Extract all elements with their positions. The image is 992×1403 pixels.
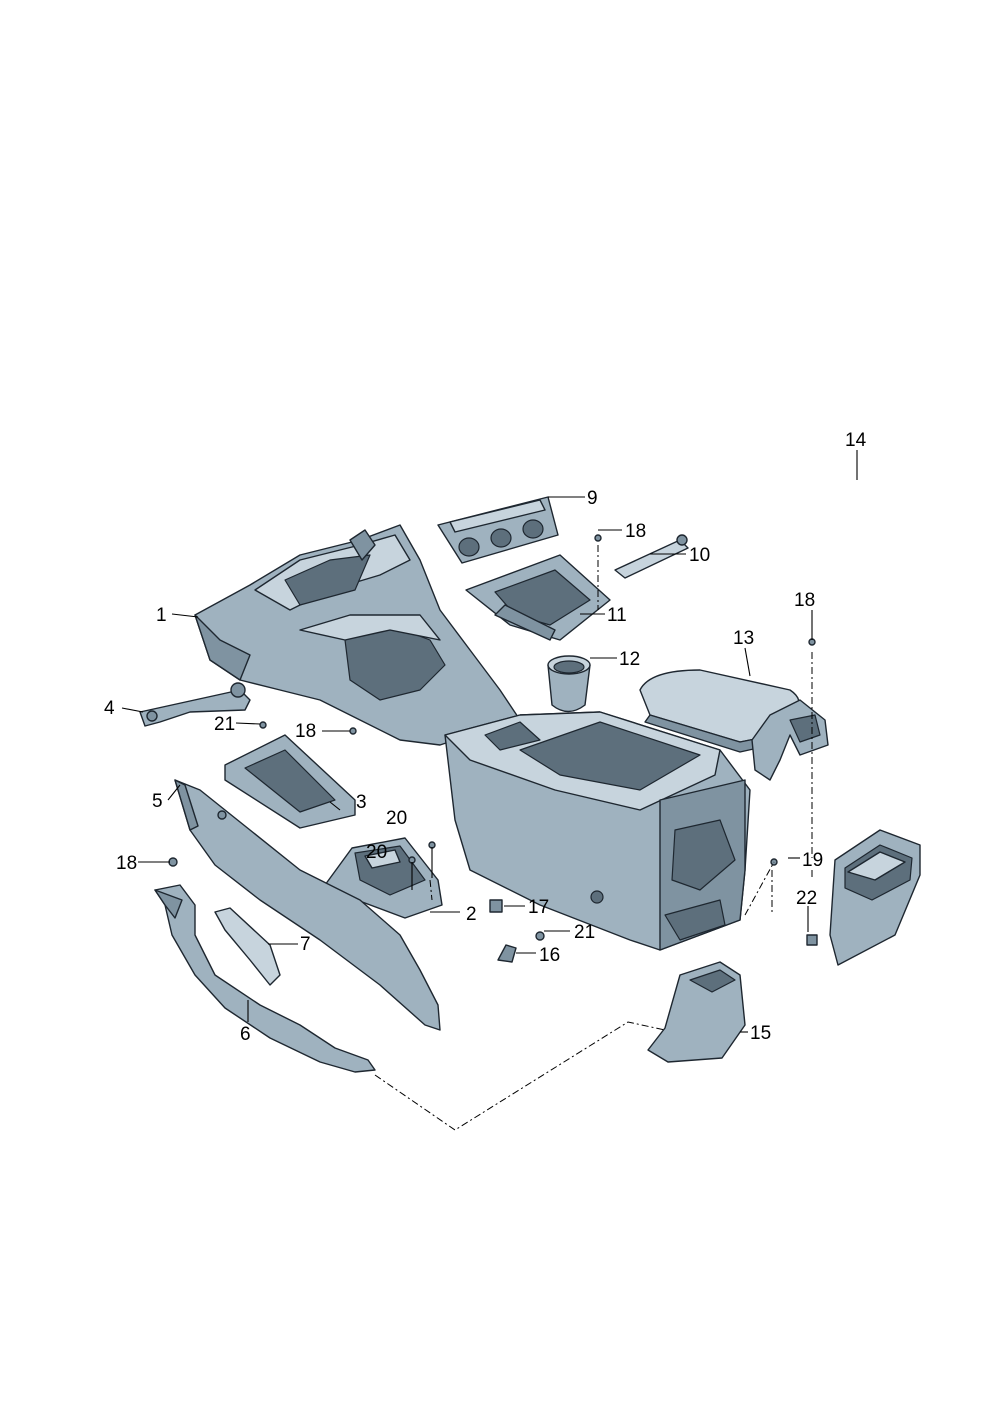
part-bracket bbox=[139, 682, 251, 727]
callout-2: 2 bbox=[466, 904, 477, 925]
callout-15: 15 bbox=[750, 1023, 771, 1044]
part-side-panel bbox=[174, 779, 441, 1031]
part-rear-air-vent bbox=[829, 829, 921, 966]
callout-21-left: 21 bbox=[214, 714, 235, 735]
part-trim-strip bbox=[614, 534, 689, 579]
fastener-21b bbox=[535, 931, 545, 941]
callout-20-upper: 20 bbox=[386, 808, 407, 829]
fastener-16 bbox=[497, 944, 517, 963]
callout-19: 19 bbox=[802, 850, 823, 871]
fastener-18a bbox=[594, 534, 602, 542]
callout-18-side: 18 bbox=[116, 853, 137, 874]
fastener-21a bbox=[259, 721, 267, 729]
callout-18-right: 18 bbox=[794, 590, 815, 611]
part-switch-panel-trim bbox=[437, 496, 559, 564]
callout-9: 9 bbox=[587, 488, 598, 509]
relation-lines bbox=[374, 545, 813, 1131]
callout-11: 11 bbox=[607, 605, 627, 626]
part-front-console-trim bbox=[194, 524, 521, 746]
fastener-18c bbox=[168, 857, 178, 867]
callout-1: 1 bbox=[156, 605, 167, 626]
callout-3: 3 bbox=[356, 792, 367, 813]
callout-12: 12 bbox=[619, 649, 640, 670]
part-air-duct bbox=[647, 961, 746, 1063]
callout-7: 7 bbox=[300, 934, 311, 955]
callout-18-left: 18 bbox=[295, 721, 316, 742]
callout-20-lower: 20 bbox=[366, 842, 387, 863]
callout-6: 6 bbox=[240, 1024, 251, 1045]
callout-13: 13 bbox=[733, 628, 754, 649]
part-rear-console-body bbox=[444, 711, 751, 951]
part-bezel-frame bbox=[224, 734, 356, 829]
callout-4: 4 bbox=[104, 698, 115, 719]
part-floor-trim bbox=[154, 884, 376, 1073]
part-trim-piece bbox=[214, 907, 281, 986]
callout-labels: 1 2 3 4 5 6 7 9 10 11 12 13 14 15 16 17 … bbox=[104, 430, 867, 1045]
fastener-17 bbox=[489, 899, 503, 913]
part-cup-holder-insert bbox=[547, 655, 591, 713]
callout-22: 22 bbox=[796, 888, 817, 909]
callout-16: 16 bbox=[539, 945, 560, 966]
leader-lines bbox=[121, 450, 858, 1033]
part-shift-frame bbox=[465, 554, 611, 641]
fastener-22 bbox=[806, 934, 818, 946]
callout-5: 5 bbox=[152, 791, 163, 812]
callout-14: 14 bbox=[845, 430, 867, 451]
callout-10: 10 bbox=[689, 545, 710, 566]
part-armrest-lid bbox=[639, 669, 829, 781]
callout-21-right: 21 bbox=[574, 922, 595, 943]
callout-17: 17 bbox=[528, 897, 549, 918]
fastener-18b bbox=[349, 727, 357, 735]
callout-18-top: 18 bbox=[625, 521, 646, 542]
